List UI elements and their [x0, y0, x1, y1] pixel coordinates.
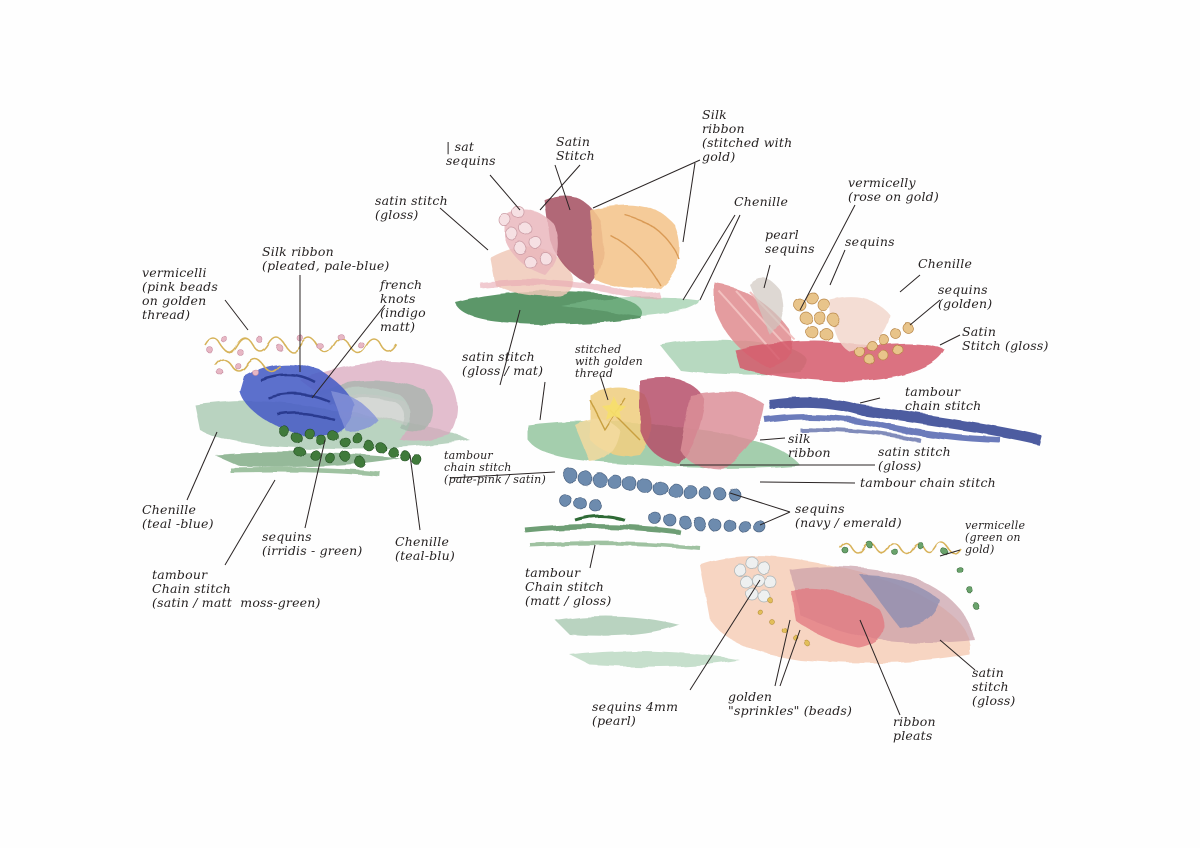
label-sequins-4mm: sequins 4mm (pearl): [592, 699, 679, 728]
label-chenille-top: Chenille: [734, 194, 789, 209]
label-tambour-matt-gloss: tambour Chain stitch (matt / gloss): [525, 565, 612, 608]
label-silk-ribbon-mid: silk ribbon: [788, 431, 831, 460]
label-vermicelle-green: vermicelle (green on gold): [965, 519, 1026, 556]
label-tambour-pale-pink: tambour chain stitch (pale-pink / satin): [444, 449, 546, 486]
label-satin-stitch-top: Satin Stitch: [556, 134, 595, 163]
label-sequins-navy: sequins (navy / emerald): [795, 501, 902, 530]
label-chenille-teal-mid: Chenille (teal-blu): [395, 534, 455, 563]
label-sat-sequins: | sat sequins: [446, 139, 496, 168]
top-flower: [455, 195, 700, 325]
label-pearl-sequins: pearl sequins: [765, 227, 815, 256]
label-satin-stitch-gloss-mat: satin stitch (gloss / mat): [462, 349, 544, 378]
label-satin-stitch-gloss-top: satin stitch (gloss): [375, 193, 448, 222]
bottom-flower: [555, 541, 979, 667]
label-vermicelly-rose: vermicelly (rose on gold): [848, 175, 939, 204]
label-sequins-top: sequins: [845, 234, 895, 249]
label-ribbon-pleats: ribbon pleats: [893, 714, 936, 743]
label-silk-ribbon-left: Silk ribbon (pleated, pale-blue): [262, 244, 390, 273]
label-golden-sprinkles: golden "sprinkles" (beads): [728, 689, 853, 718]
label-stitched-golden-thread: stitched with golden thread: [575, 343, 643, 380]
left-flower: [195, 332, 470, 477]
label-french-knots: french knots (indigo matt): [380, 277, 426, 334]
label-satin-stitch-gloss-bottom: satin stitch (gloss): [972, 665, 1016, 708]
label-sequins-irridis: sequins (irridis - green): [262, 529, 363, 558]
label-tambour-chain-mid: tambour chain stitch: [860, 475, 996, 490]
label-chenille-right: Chenille: [918, 256, 973, 271]
label-tambour-moss: tambour Chain stitch (satin / matt moss-…: [152, 567, 321, 610]
leader-lines: [186, 159, 976, 716]
label-sequins-golden: sequins (golden): [938, 282, 993, 311]
label-vermicelli-left: vermicelli (pink beads on golden thread): [142, 265, 218, 322]
label-chenille-teal-left: Chenille (teal -blue): [142, 502, 214, 531]
label-silk-ribbon-top: Silk ribbon (stitched with gold): [702, 107, 793, 164]
label-tambour-chain-right: tambour chain stitch: [905, 384, 982, 413]
label-satin-stitch-gloss-right: Satin Stitch (gloss): [962, 324, 1049, 353]
middle-flower: [524, 377, 800, 550]
right-flower: [660, 278, 1042, 445]
label-satin-stitch-gloss-mid: satin stitch (gloss): [878, 444, 951, 473]
